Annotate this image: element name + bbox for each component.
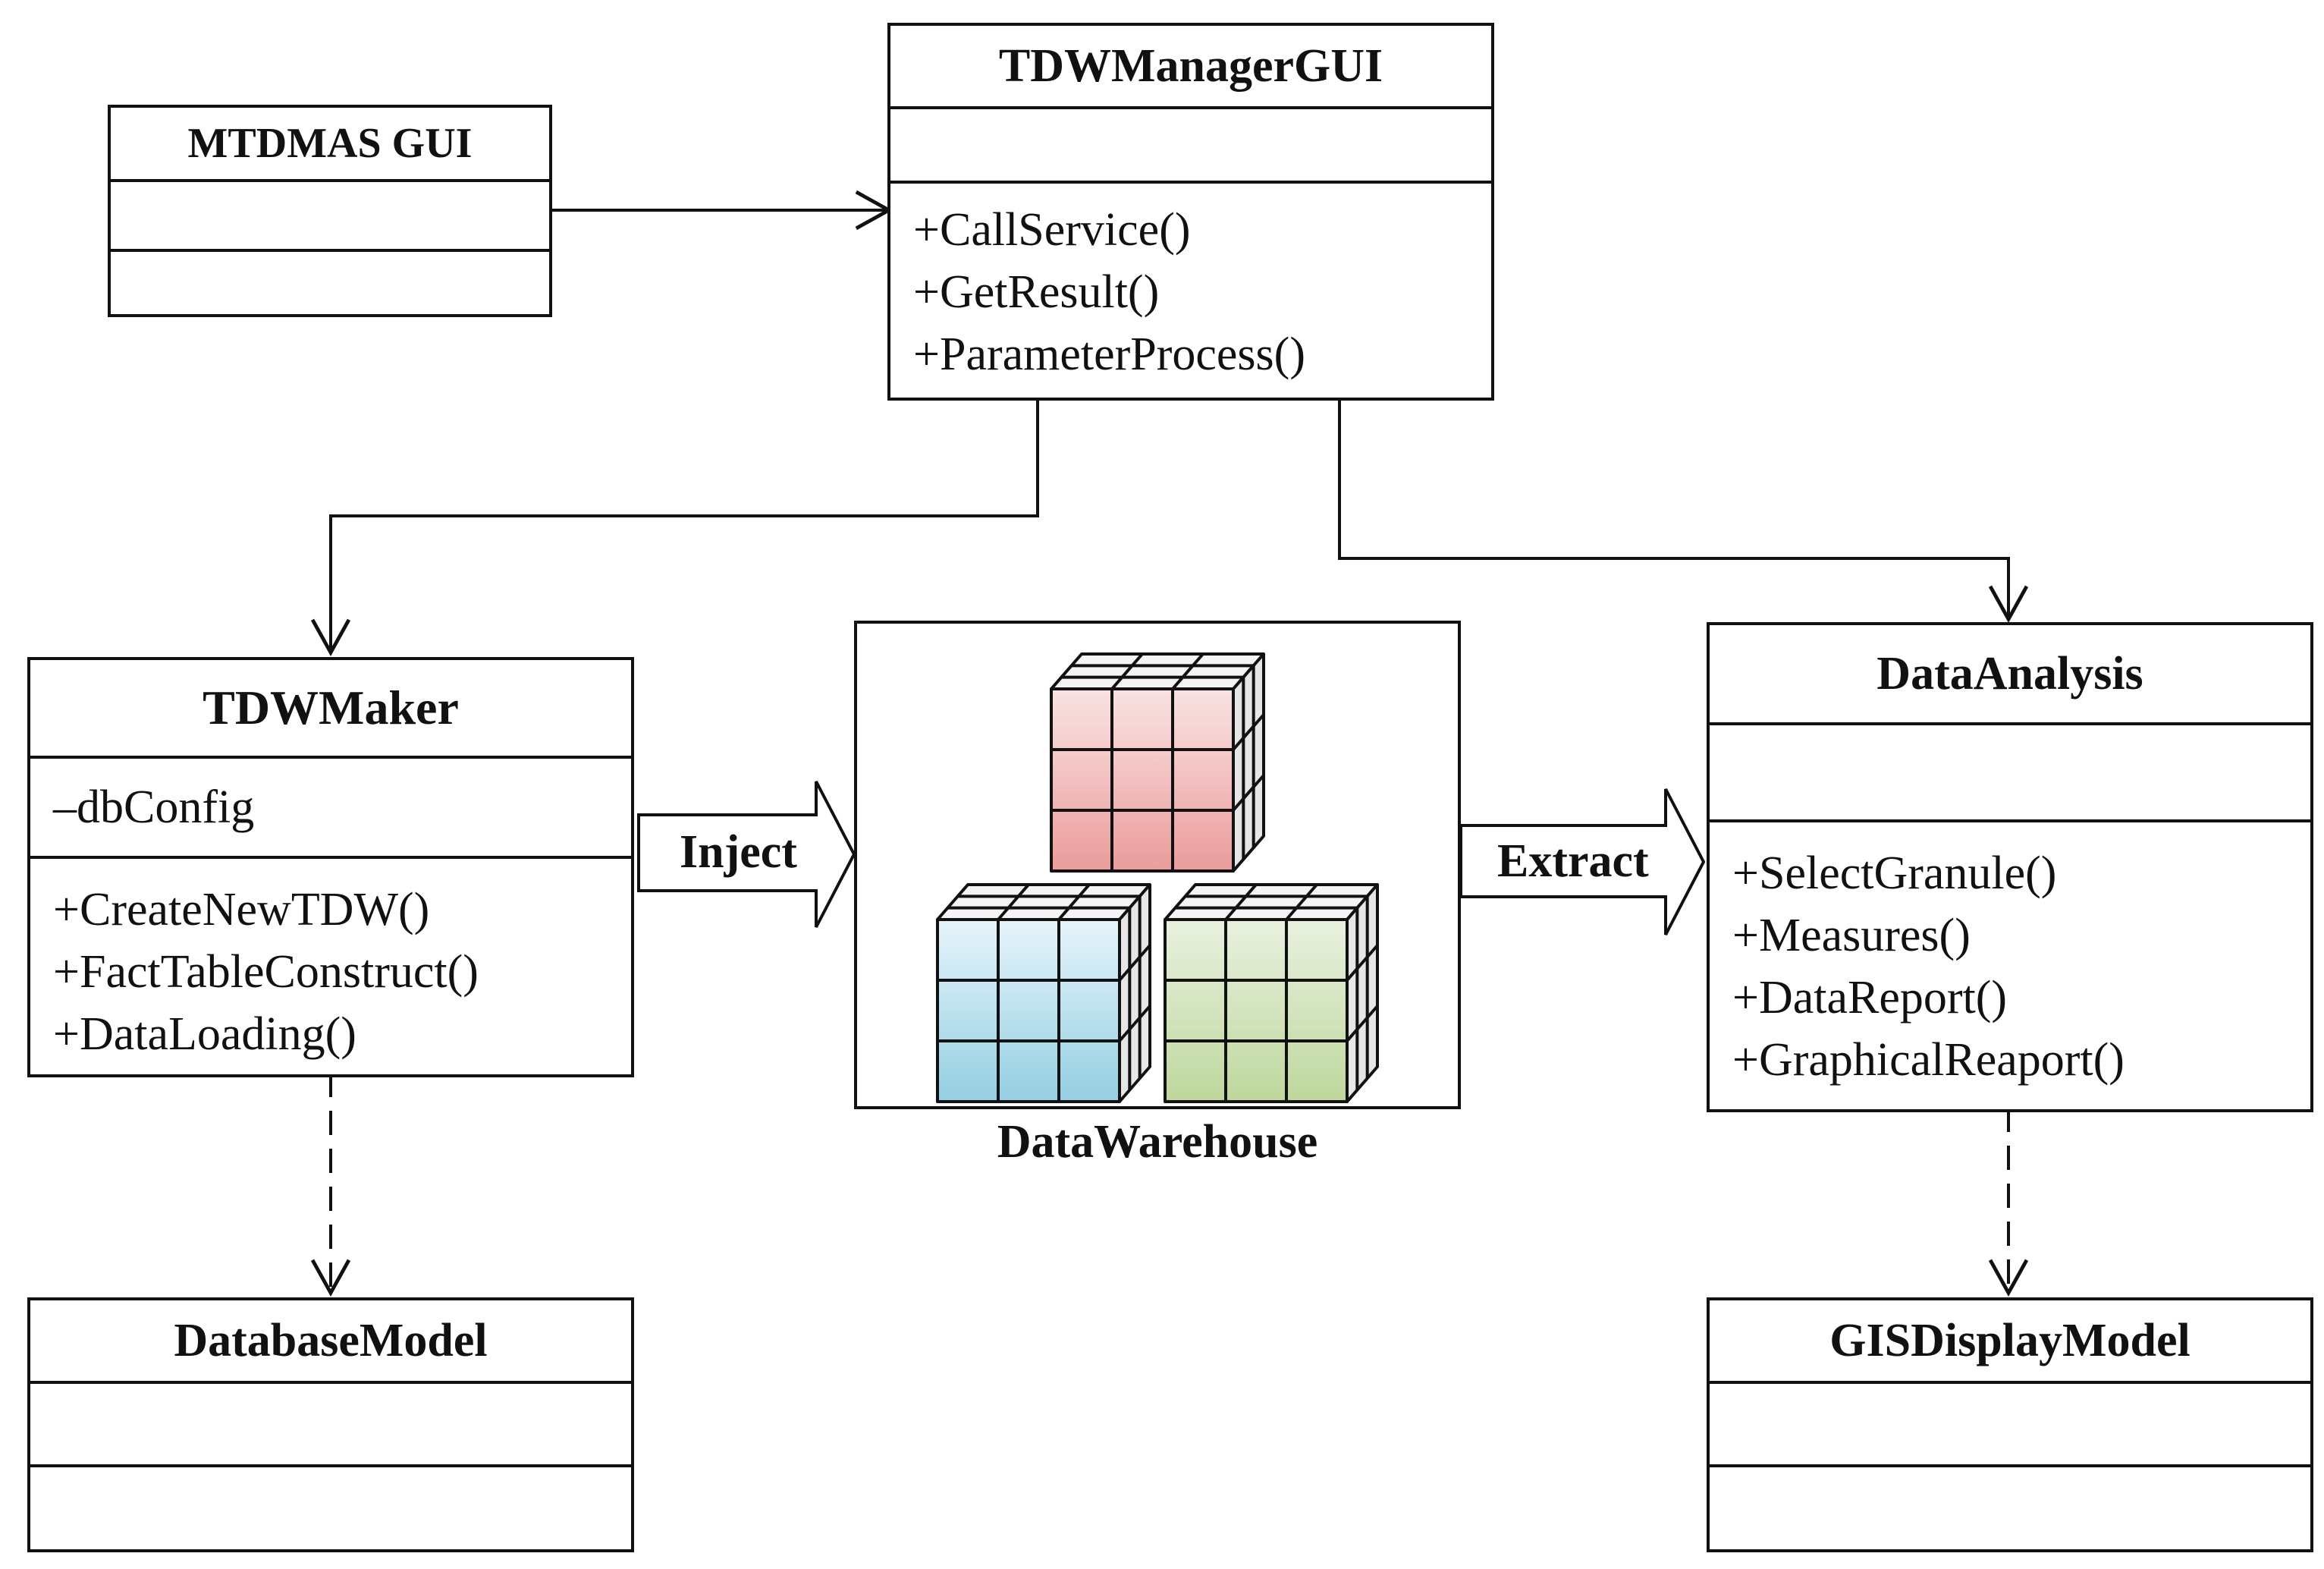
class-mtdmas-gui-attributes	[111, 182, 549, 252]
class-data-analysis: DataAnalysis +SelectGranule() +Measures(…	[1707, 622, 2313, 1112]
class-gis-display-model-operations	[1710, 1467, 2310, 1489]
association-manager-to-maker	[310, 398, 1039, 656]
class-database-model-attributes	[30, 1384, 631, 1467]
class-data-analysis-attributes	[1710, 725, 2310, 822]
green-data-cube	[1164, 883, 1379, 1103]
class-gis-display-model: GISDisplayModel	[1707, 1297, 2313, 1552]
class-database-model-operations	[30, 1467, 631, 1489]
class-data-analysis-name: DataAnalysis	[1710, 625, 2310, 725]
class-mtdmas-gui-name: MTDMAS GUI	[111, 108, 549, 182]
operation-item: +CallService()	[913, 204, 1191, 256]
operation-item: +Measures()	[1732, 910, 1971, 961]
class-database-model-name: DatabaseModel	[30, 1300, 631, 1384]
operation-item: +CreateNewTDW()	[53, 884, 430, 935]
class-mtdmas-gui-operations	[111, 252, 549, 273]
operation-item: +DataReport()	[1732, 972, 2008, 1023]
data-warehouse-box	[854, 621, 1461, 1109]
red-data-cube	[1050, 652, 1265, 873]
class-tdw-maker-operations: +CreateNewTDW() +FactTableConstruct() +D…	[30, 859, 631, 1076]
data-warehouse-label: DataWarehouse	[997, 1116, 1318, 1168]
class-tdw-manager-gui-name: TDWManagerGUI	[890, 26, 1491, 109]
class-gis-display-model-name: GISDisplayModel	[1710, 1300, 2310, 1384]
inject-arrow	[637, 781, 856, 928]
association-manager-to-analysis	[1338, 398, 2029, 623]
attribute-item: –dbConfig	[53, 781, 255, 833]
class-tdw-manager-gui-attributes	[890, 109, 1491, 184]
blue-data-cube	[936, 883, 1151, 1103]
class-mtdmas-gui: MTDMAS GUI	[108, 105, 552, 317]
class-data-analysis-operations: +SelectGranule() +Measures() +DataReport…	[1710, 822, 2310, 1102]
class-tdw-maker: TDWMaker –dbConfig +CreateNewTDW() +Fact…	[27, 657, 634, 1077]
extract-label: Extract	[1497, 835, 1649, 887]
inject-label: Inject	[680, 826, 797, 878]
operation-item: +FactTableConstruct()	[53, 946, 479, 998]
operation-item: +DataLoading()	[53, 1008, 356, 1060]
operation-item: +ParameterProcess()	[913, 329, 1305, 380]
extract-arrow	[1459, 788, 1706, 935]
class-database-model: DatabaseModel	[27, 1297, 634, 1552]
class-tdw-maker-name: TDWMaker	[30, 660, 631, 759]
operation-item: +GetResult()	[913, 266, 1160, 318]
class-gis-display-model-attributes	[1710, 1384, 2310, 1467]
class-tdw-manager-gui: TDWManagerGUI +CallService() +GetResult(…	[887, 23, 1494, 401]
class-tdw-maker-attributes: –dbConfig	[30, 759, 631, 859]
class-tdw-manager-gui-operations: +CallService() +GetResult() +ParameterPr…	[890, 184, 1491, 396]
operation-item: +GraphicalReaport()	[1732, 1034, 2125, 1086]
operation-item: +SelectGranule()	[1732, 847, 2057, 899]
